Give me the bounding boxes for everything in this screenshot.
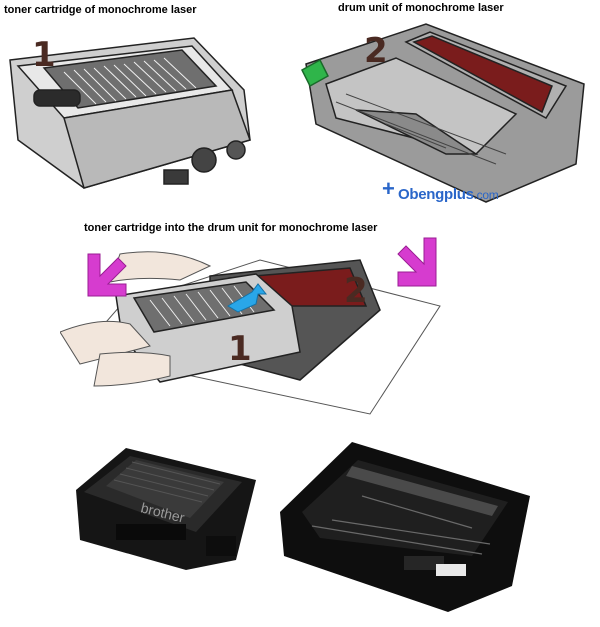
- right-arrow-icon: [397, 237, 437, 287]
- drum-number: 2: [364, 31, 388, 71]
- up-arrow-icon: [227, 283, 268, 313]
- left-arrow-icon: [87, 253, 127, 297]
- combined-caption: toner cartridge into the drum unit for m…: [84, 222, 378, 234]
- combo-drum-number: 2: [344, 271, 368, 311]
- brother-toner-photo: brother: [76, 448, 256, 570]
- toner-into-drum-illustration: 1 2: [60, 251, 441, 415]
- obengplus-watermark: + Obengplus.com: [382, 176, 499, 203]
- combo-toner-number: 1: [228, 329, 252, 369]
- watermark-domain: .com: [473, 188, 499, 202]
- brother-drum-photo: [280, 442, 530, 612]
- toner-caption: toner cartridge of monochrome laser: [4, 4, 197, 16]
- toner-cartridge-illustration: 1: [9, 35, 251, 189]
- toner-number: 1: [32, 35, 56, 75]
- plus-icon: +: [382, 176, 395, 201]
- green-latch-icon: [301, 58, 329, 88]
- drum-caption: drum unit of monochrome laser: [338, 2, 504, 14]
- watermark-name: Obengplus: [398, 186, 474, 203]
- drum-unit-illustration: 2: [301, 23, 585, 203]
